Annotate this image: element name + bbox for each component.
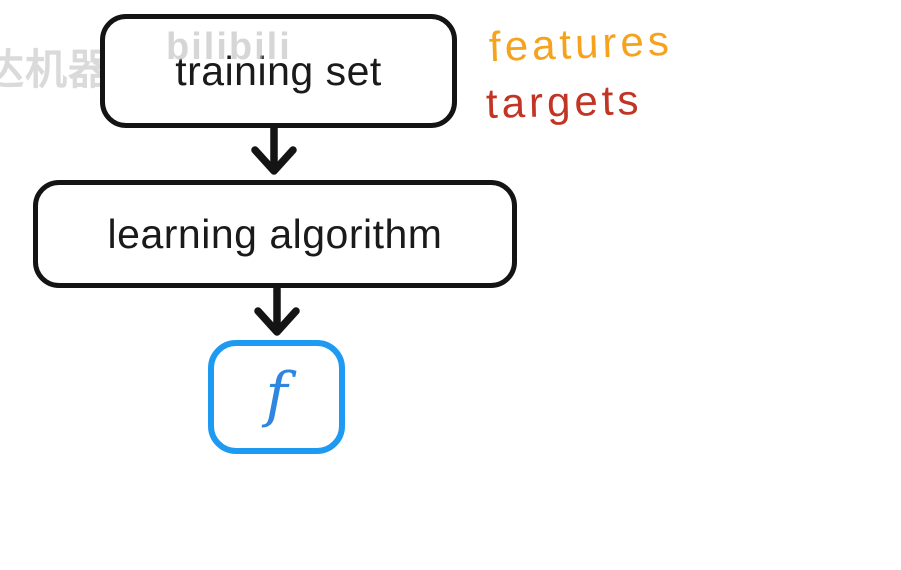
learning-algorithm-label: learning algorithm: [107, 210, 443, 257]
arrow-training-to-algorithm: [251, 126, 297, 175]
training-set-label: training set: [175, 47, 382, 94]
node-training-set: training set: [100, 14, 457, 128]
model-f-label: f: [265, 360, 288, 430]
node-learning-algorithm: learning algorithm: [33, 180, 517, 288]
annotation-targets: targets: [485, 75, 643, 128]
arrow-algorithm-to-f: [254, 287, 300, 336]
annotation-features: features: [488, 16, 674, 71]
node-model-f: f: [208, 340, 345, 454]
